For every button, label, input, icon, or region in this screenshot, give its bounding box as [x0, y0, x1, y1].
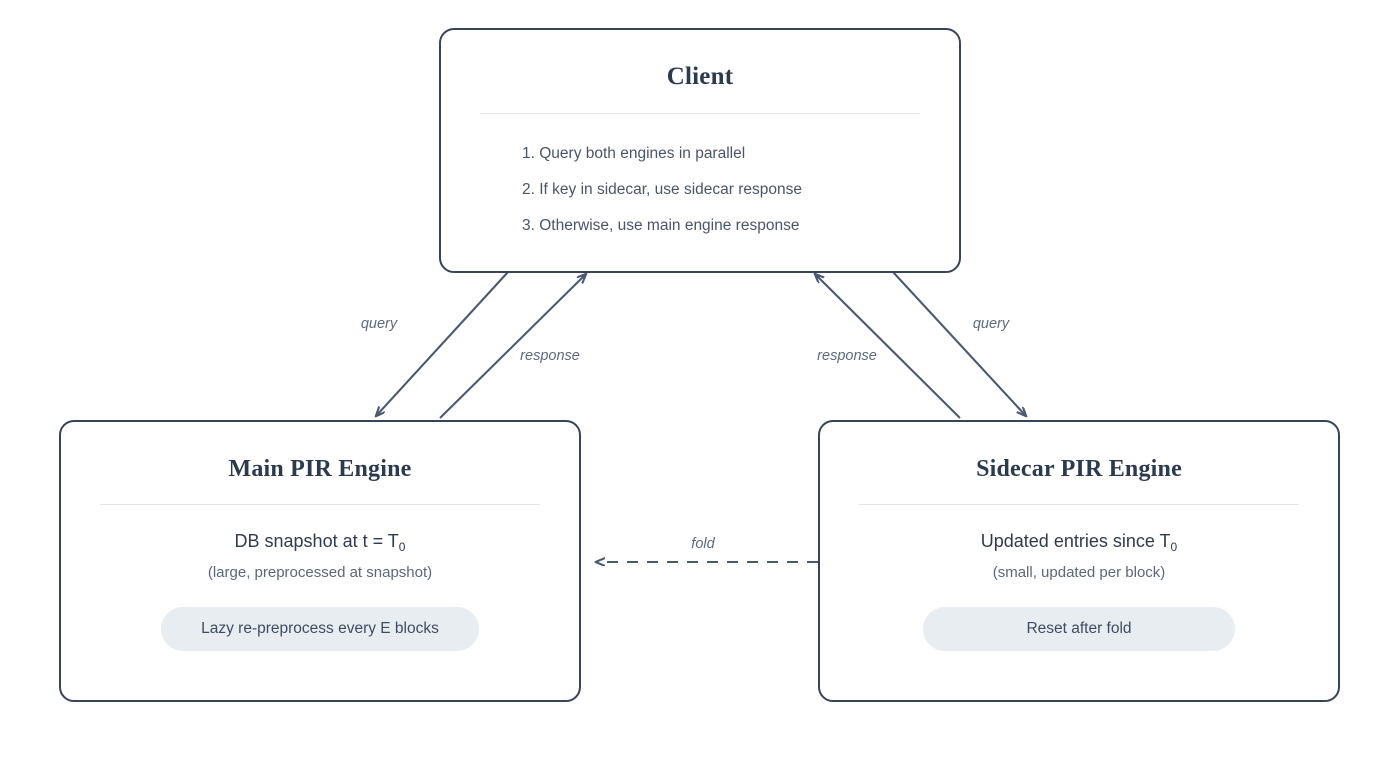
list-item: 1. Query both engines in parallel: [522, 145, 746, 162]
sidecar-engine-primary-prefix: Updated entries since T: [980, 531, 1171, 551]
sidecar-engine-primary-subscript: 0: [1170, 540, 1178, 554]
client-divider: [480, 113, 920, 114]
main-engine-pill-badge: Lazy re-preprocess every E blocks: [161, 607, 479, 651]
node-client: Client 1. Query both engines in parallel…: [439, 28, 961, 273]
sidecar-engine-caption: (small, updated per block): [992, 564, 1166, 581]
sidecar-engine-primary-text: Updated entries since T0: [980, 531, 1178, 554]
main-engine-caption: (large, preprocessed at snapshot): [207, 564, 433, 581]
node-sidecar-pir-engine: Sidecar PIR Engine Updated entries since…: [818, 420, 1340, 702]
sidecar-engine-divider: [859, 504, 1299, 505]
list-item: 2. If key in sidecar, use sidecar respon…: [522, 181, 803, 198]
edge-response-left: [439, 274, 586, 419]
node-main-pir-engine: Main PIR Engine DB snapshot at t = T0 (l…: [59, 420, 581, 702]
edge-label-response-right: response: [817, 348, 877, 364]
edge-label-fold: fold: [691, 536, 715, 552]
main-engine-primary-prefix: DB snapshot at t = T: [234, 531, 399, 551]
edge-label-response-left: response: [520, 348, 580, 364]
edge-label-query-right: query: [972, 316, 1010, 332]
main-engine-title: Main PIR Engine: [228, 456, 412, 482]
edge-response-right: [815, 274, 961, 419]
client-title: Client: [666, 63, 734, 90]
main-engine-primary-subscript: 0: [398, 540, 406, 554]
list-item: 3. Otherwise, use main engine response: [522, 217, 800, 234]
edge-query-right: [892, 271, 1026, 416]
main-engine-divider: [100, 504, 540, 505]
edge-query-left: [376, 271, 509, 416]
edge-label-query-left: query: [360, 316, 398, 332]
sidecar-engine-title: Sidecar PIR Engine: [976, 456, 1182, 482]
client-step-list: 1. Query both engines in parallel 2. If …: [480, 136, 920, 244]
sidecar-engine-pill-badge: Reset after fold: [923, 607, 1235, 651]
main-engine-primary-text: DB snapshot at t = T0: [234, 531, 406, 554]
